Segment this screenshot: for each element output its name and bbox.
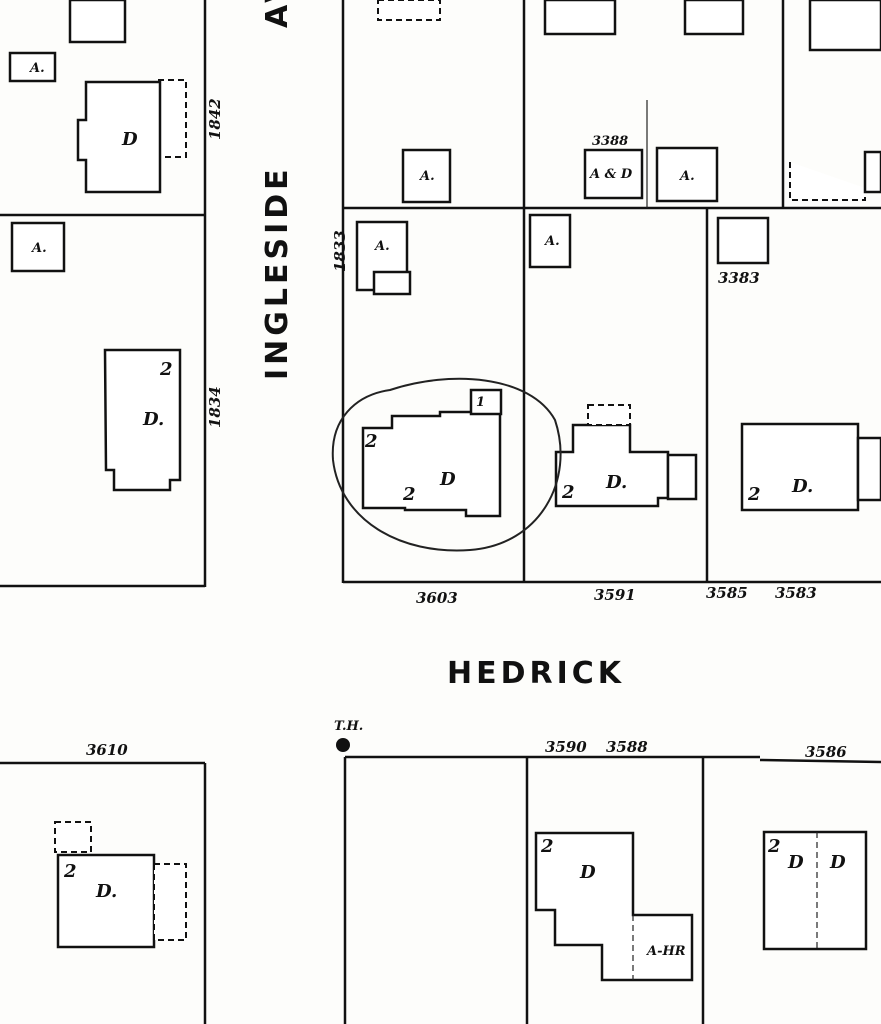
- buildings: [8, 0, 881, 982]
- auto-dwelling-label: A & D: [588, 167, 633, 182]
- story-label: 2: [402, 484, 416, 505]
- address-numbers: 1842 1834 1833 3388 3383 3603 3591 3585 …: [86, 98, 847, 761]
- story-label: 2: [159, 359, 173, 380]
- hand-drawn-circle: [331, 377, 562, 552]
- address-1842: 1842: [206, 98, 224, 140]
- dwelling-label: D.: [791, 476, 813, 497]
- story-label: 2: [561, 482, 575, 503]
- street-label-avenue: AV: [260, 0, 295, 28]
- street-label-ingleside: INGLESIDE: [260, 165, 295, 380]
- dwelling-label: D.: [605, 472, 627, 493]
- address-3588: 3588: [606, 738, 648, 756]
- address-3383-upper: 3383: [718, 269, 760, 287]
- dwelling-label: D.: [95, 881, 117, 902]
- story-label: 2: [747, 484, 761, 505]
- dwelling-label: D: [121, 129, 138, 150]
- address-3591: 3591: [594, 586, 636, 604]
- story-label: 2: [767, 836, 781, 857]
- auto-label: A.: [373, 239, 390, 254]
- address-3590: 3590: [545, 738, 587, 756]
- auto-hr-label: A-HR: [645, 944, 686, 959]
- address-3388: 3388: [592, 134, 628, 149]
- address-3586: 3586: [805, 743, 847, 761]
- auto-label: A.: [543, 234, 560, 249]
- story-label: 2: [540, 836, 554, 857]
- hydrant-label: T.H.: [334, 719, 363, 734]
- dwelling-label: D: [579, 862, 596, 883]
- address-3585: 3585: [706, 584, 748, 602]
- fire-hydrant-icon: [336, 738, 350, 752]
- auto-label: A.: [678, 169, 695, 184]
- auto-label: A.: [28, 61, 45, 76]
- story-label: 1: [476, 395, 485, 410]
- address-1834: 1834: [206, 386, 224, 428]
- address-3603: 3603: [416, 589, 458, 607]
- auto-label: A.: [418, 169, 435, 184]
- story-label: 2: [63, 861, 77, 882]
- address-3610: 3610: [86, 741, 128, 759]
- auto-label: A.: [30, 241, 47, 256]
- dwelling-label: D.: [142, 409, 164, 430]
- building-labels: D D. 2 A. A. A. A & D A. A. A. D 2 2 1 D…: [28, 61, 846, 959]
- dwelling-label: D: [787, 852, 804, 873]
- story-label: 2: [364, 431, 378, 452]
- dwelling-label: D: [829, 852, 846, 873]
- address-3583: 3583: [775, 584, 817, 602]
- address-1833: 1833: [331, 230, 349, 272]
- dwelling-label: D: [439, 469, 456, 490]
- street-label-hedrick: HEDRICK: [447, 656, 625, 691]
